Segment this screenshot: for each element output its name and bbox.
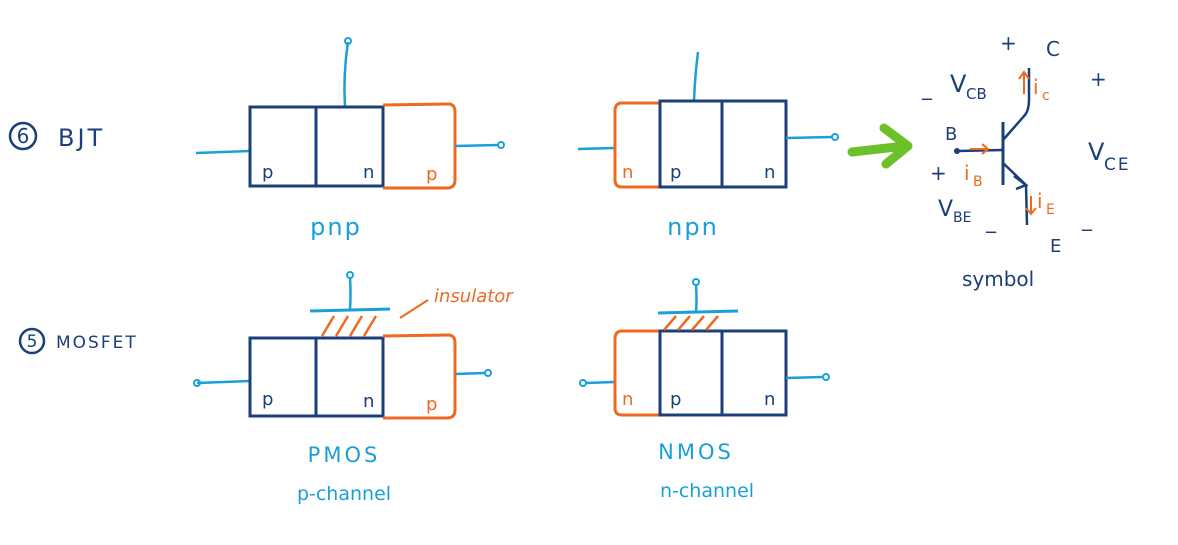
pmos-right-label: p (426, 394, 437, 415)
ib-i: i (964, 161, 970, 185)
nmos-gate-plate (657, 309, 739, 315)
mosfet-section-label: 5 MOSFET (18, 327, 138, 355)
bjt-section-number: 6 (17, 124, 30, 148)
ie-sub: E (1046, 202, 1055, 218)
pmos-gate-terminal (346, 271, 354, 279)
vbe-sub: BE (953, 210, 971, 226)
ib-arrow (970, 143, 990, 155)
nmos-right-terminal (822, 373, 830, 381)
pmos-insulator-hatch (320, 315, 378, 337)
nmos-device: n p n NMOS n-channel (579, 278, 830, 502)
ib-sub: B (973, 174, 983, 190)
pmos-mid-label: n (363, 391, 374, 412)
base-label: B (945, 124, 957, 145)
pnp-mid-label: n (363, 162, 374, 183)
pnp-base-terminal (344, 37, 352, 45)
nmos-left-label: n (622, 389, 633, 410)
pmos-caption: PMOS (308, 443, 381, 467)
npn-caption: npn (667, 213, 719, 241)
vbe-plus: + (930, 161, 947, 185)
vcb-sub: CB (966, 85, 987, 103)
pnp-device: p n p pnp (195, 37, 505, 241)
ic-sub: c (1042, 88, 1050, 104)
npn-right-terminal (831, 133, 839, 141)
vce-minus: _ (1081, 207, 1093, 231)
pnp-caption: pnp (310, 213, 362, 241)
pnp-right-region (382, 102, 457, 190)
symbol-caption: symbol (962, 267, 1034, 291)
pmos-gate-lead (348, 276, 352, 311)
vcb-plus: + (1000, 31, 1017, 55)
bjt-title: BJT (58, 124, 105, 152)
npn-right-lead (785, 135, 833, 140)
nmos-left-region (613, 329, 660, 417)
mosfet-title: MOSFET (56, 333, 138, 353)
insulator-label: insulator (434, 286, 514, 307)
nmos-mid-label: p (670, 389, 681, 410)
ie-i: i (1037, 189, 1043, 213)
pmos-left-terminal (193, 379, 201, 387)
nmos-gate-terminal (692, 278, 700, 286)
collector-label: C (1046, 37, 1060, 61)
section-number-circle (18, 327, 46, 355)
symbol-emitter-arrow (1013, 175, 1029, 191)
symbol-collector-line (1002, 68, 1031, 141)
mosfet-section-number: 5 (27, 332, 38, 352)
pmos-left-lead (196, 379, 251, 385)
nmos-caption: NMOS (658, 440, 734, 464)
vbe-v: V (938, 197, 953, 222)
pnp-left-label: p (262, 162, 273, 183)
pnp-right-terminal (497, 141, 505, 149)
pnp-right-lead (454, 143, 499, 148)
bjt-section-label: 6 BJT (8, 121, 105, 152)
pmos-right-lead (454, 371, 486, 376)
pmos-left-label: p (262, 389, 273, 410)
npn-mid-label: p (670, 162, 681, 183)
emitter-label: E (1050, 236, 1061, 257)
nmos-subcaption: n-channel (660, 480, 754, 502)
ic-i: i (1033, 75, 1039, 99)
green-arrow-icon (847, 123, 913, 169)
pnp-left-lead (195, 149, 251, 155)
pmos-device: insulator p n p PMOS p-channel (193, 271, 514, 505)
pnp-base-lead (343, 41, 350, 108)
npn-left-lead (577, 146, 616, 151)
vcb-minus: _ (921, 76, 933, 100)
section-number-circle (8, 121, 38, 151)
pmos-right-terminal (484, 369, 492, 377)
symbol-base-node (954, 148, 960, 154)
ie-arrow (1025, 196, 1037, 216)
pnp-right-label: p (426, 164, 437, 185)
nmos-gate-lead (694, 283, 698, 313)
bjt-symbol: C B E + _ V CB i c + V CE _ + i B V BE _… (921, 31, 1131, 291)
npn-device: n p n npn (577, 51, 839, 241)
npn-left-region (613, 101, 660, 189)
nmos-left-lead (584, 380, 616, 385)
nmos-right-label: n (764, 389, 775, 410)
nmos-left-terminal (579, 379, 587, 387)
vce-plus: + (1090, 67, 1107, 91)
vce-v: V (1088, 138, 1105, 166)
pmos-subcaption: p-channel (297, 483, 391, 505)
vce-sub: CE (1104, 155, 1131, 175)
vbe-minus: _ (985, 209, 997, 233)
npn-base-lead (692, 51, 700, 102)
symbol-base-line (956, 148, 1004, 153)
vcb-v: V (950, 70, 967, 98)
npn-right-label: n (764, 162, 775, 183)
pmos-right-region (382, 333, 457, 420)
npn-left-label: n (622, 162, 633, 183)
insulator-pointer (399, 299, 429, 319)
ic-arrow (1018, 70, 1030, 94)
nmos-insulator-hatch (663, 315, 719, 331)
nmos-right-lead (785, 375, 823, 380)
symbol-emitter-line (1002, 162, 1029, 226)
